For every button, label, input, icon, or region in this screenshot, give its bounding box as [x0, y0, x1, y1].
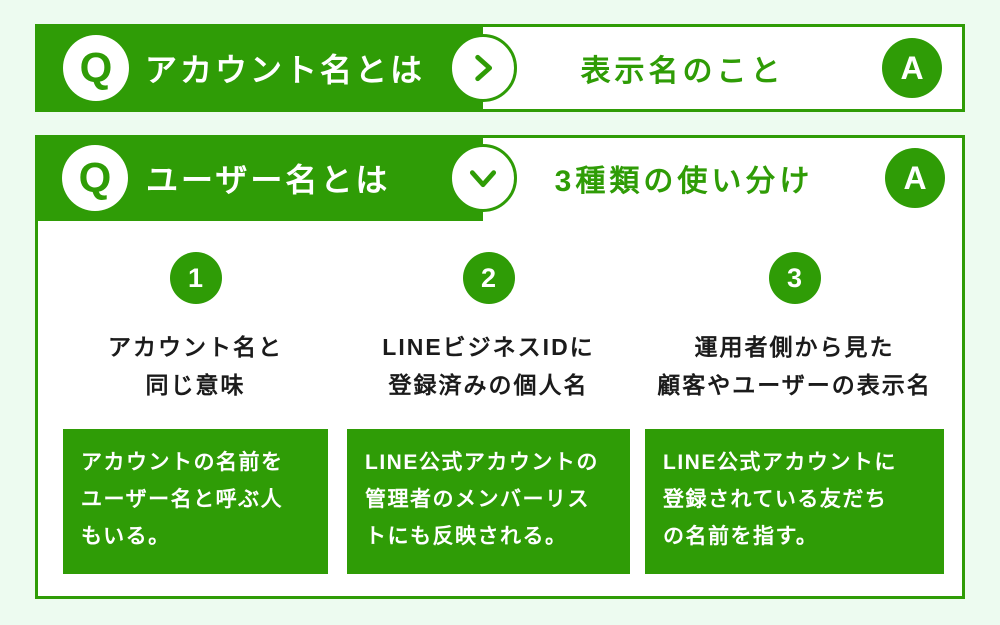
question-icon: Q [62, 145, 128, 211]
description-line: アカウントの名前を [81, 451, 284, 474]
description-line: 登録されている友だち [663, 488, 888, 511]
description-line: ユーザー名と呼ぶ人 [81, 488, 284, 511]
column-heading: 運用者側から見た 顧客やユーザーの表示名 [645, 328, 944, 404]
usage-column-1: 1 アカウント名と 同じ意味 アカウントの名前を ユーザー名と呼ぶ人 もいる。 [63, 138, 328, 602]
description-line: LINE公式アカウントに [663, 451, 897, 474]
answer-text: 表示名のこと [580, 55, 785, 88]
chevron-down-icon [449, 144, 517, 212]
usage-column-3: 3 運用者側から見た 顧客やユーザーの表示名 LINE公式アカウントに 登録され… [645, 138, 944, 602]
usage-column-2: 2 LINEビジネスIDに 登録済みの個人名 LINE公式アカウントの 管理者の… [347, 138, 630, 602]
description-box: LINE公式アカウントに 登録されている友だち の名前を指す。 [645, 429, 944, 574]
answer-bar: 表示名のこと A [480, 24, 965, 112]
number-badge-2: 2 [462, 252, 515, 304]
answer-text: 3種類の使い分け [554, 165, 814, 198]
qa-banner-account-name: 表示名のこと A Q アカウント名とは [35, 24, 965, 112]
qa-card-user-name: 3種類の使い分け A Q ユーザー名とは 1 アカウント名と 同じ意味 アカウン… [35, 135, 965, 599]
chevron-right-icon [449, 34, 517, 102]
heading-line: 運用者側から見た [694, 334, 895, 360]
number-badge-1: 1 [169, 252, 222, 304]
heading-line: 登録済みの個人名 [388, 372, 589, 398]
answer-bar: 3種類の使い分け A [483, 135, 965, 221]
question-text: アカウント名とは [145, 52, 426, 88]
question-text: ユーザー名とは [146, 162, 391, 198]
description-line: の名前を指す。 [663, 525, 819, 548]
number-badge-3: 3 [768, 252, 821, 304]
heading-line: 同じ意味 [145, 372, 246, 398]
question-icon: Q [63, 35, 129, 101]
answer-icon: A [885, 148, 945, 208]
description-line: LINE公式アカウントの [365, 451, 599, 474]
heading-line: 顧客やユーザーの表示名 [657, 372, 932, 398]
column-heading: LINEビジネスIDに 登録済みの個人名 [347, 328, 630, 404]
heading-line: LINEビジネスIDに [382, 334, 595, 360]
description-box: LINE公式アカウントの 管理者のメンバーリス トにも反映される。 [347, 429, 630, 574]
heading-line: アカウント名と [108, 334, 283, 360]
description-line: もいる。 [81, 525, 171, 548]
answer-icon: A [882, 38, 942, 98]
column-heading: アカウント名と 同じ意味 [63, 328, 328, 404]
description-line: 管理者のメンバーリス [365, 488, 590, 511]
description-line: トにも反映される。 [365, 525, 568, 548]
description-box: アカウントの名前を ユーザー名と呼ぶ人 もいる。 [63, 429, 328, 574]
